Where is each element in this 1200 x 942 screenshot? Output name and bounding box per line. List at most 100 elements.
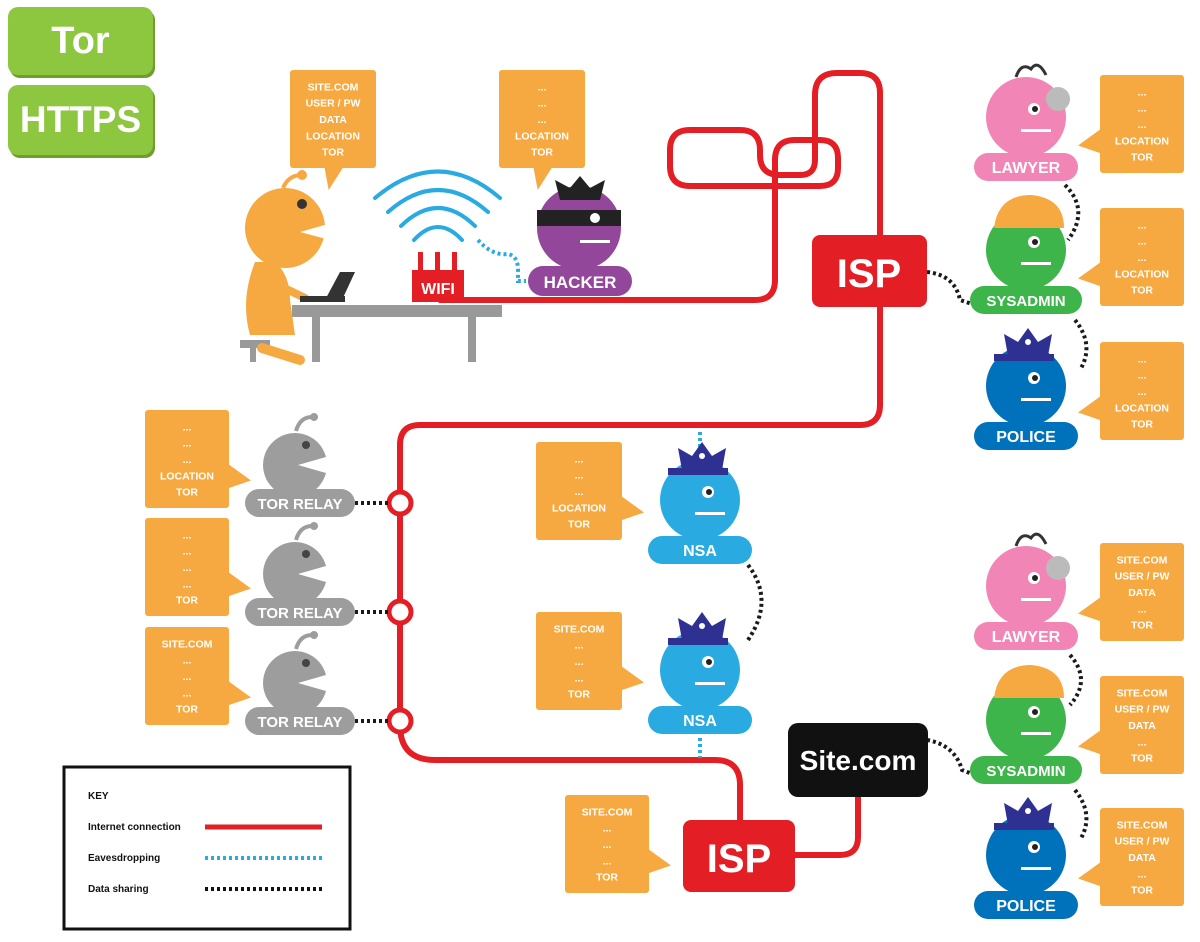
hardhat-icon <box>994 665 1064 698</box>
wifi-signal-icon <box>373 169 502 242</box>
hacker-badge <box>528 266 632 296</box>
hardhat-icon <box>994 195 1064 228</box>
bubble-line: ... <box>183 529 192 541</box>
hacker-head <box>537 186 621 270</box>
bubble-line: ... <box>1138 236 1147 248</box>
badge <box>970 286 1082 314</box>
bubble-line: LOCATION <box>1115 402 1169 414</box>
user-eye <box>297 199 307 209</box>
relay-junctions <box>386 489 414 735</box>
tor-relay-figure-3: TOR RELAY <box>245 631 355 735</box>
stool-leg <box>250 348 256 362</box>
bubble-line: TOR <box>1131 285 1153 297</box>
police-figure-1: POLICE <box>974 328 1078 450</box>
eavesdropping-lines <box>476 238 702 758</box>
bubble-line: ... <box>183 687 192 699</box>
key-item-data-sharing: Data sharing <box>88 884 149 895</box>
user-arm <box>274 281 309 302</box>
badge <box>974 422 1078 450</box>
desk-leg <box>312 317 320 362</box>
tor-toggle-button[interactable]: Tor <box>8 7 153 75</box>
bubble-line: LOCATION <box>160 470 214 482</box>
hacker-mask <box>537 210 621 226</box>
sysadmin-figure-2: SYSADMIN <box>970 665 1082 784</box>
relay-junction-2 <box>386 598 414 626</box>
police-figure-2: POLICE <box>974 797 1078 919</box>
badge-label: NSA <box>683 543 717 560</box>
wifi-label: WIFI <box>421 281 455 298</box>
badge <box>970 756 1082 784</box>
bubble-line: ... <box>183 655 192 667</box>
badge <box>245 489 355 517</box>
bubble-line: ... <box>538 98 547 110</box>
user-head <box>245 188 325 268</box>
relay-antenna <box>294 524 313 541</box>
bubble-line: ... <box>183 546 192 558</box>
https-toggle-button[interactable]: HTTPS <box>8 85 153 155</box>
bubble-line: ... <box>1138 370 1147 382</box>
bubble-line: LOCATION <box>306 130 360 142</box>
isp-top-box <box>812 235 927 307</box>
laptop-icon <box>325 272 355 300</box>
bubble-line: DATA <box>319 114 347 126</box>
bubble-line: TOR <box>176 487 198 499</box>
user-leg <box>257 343 305 365</box>
hair-icon <box>1014 63 1048 78</box>
relay-junction-3 <box>386 707 414 735</box>
bubble-line: ... <box>183 671 192 683</box>
key-title: KEY <box>88 791 109 802</box>
bubble-line: SITE.COM <box>162 638 213 650</box>
bubble-line: ... <box>183 438 192 450</box>
relay-head <box>263 433 326 497</box>
bubble-line: ... <box>575 672 584 684</box>
bubble-line: TOR <box>1131 152 1153 164</box>
badge <box>974 153 1078 181</box>
bubble-line: ... <box>183 562 192 574</box>
badge <box>974 891 1078 919</box>
badge-label: TOR RELAY <box>257 496 342 513</box>
relay-antenna <box>294 633 313 650</box>
bubble-line: ... <box>575 640 584 652</box>
bubble-line: USER / PW <box>1115 836 1170 848</box>
bubble-line: DATA <box>1128 720 1156 732</box>
isp-bottom-label: ISP <box>707 837 771 881</box>
key-item-eavesdropping: Eavesdropping <box>88 853 160 864</box>
stool <box>240 340 270 348</box>
bubble-line: TOR <box>1131 620 1153 632</box>
isp-bottom-bubble: SITE.COM.........TOR <box>565 795 671 893</box>
badge-label: LAWYER <box>992 160 1061 177</box>
hair-icon <box>1014 532 1048 547</box>
badge-label: TOR RELAY <box>257 605 342 622</box>
bubble-line: ... <box>575 470 584 482</box>
relay-antenna <box>294 415 313 432</box>
police-figure-nsa-2: NSA <box>648 612 752 734</box>
bubble-line: ... <box>1138 86 1147 98</box>
lawyer-figure-1: LAWYER <box>974 63 1078 181</box>
key-item-internet: Internet connection <box>88 822 181 833</box>
key-legend: KEY Internet connection Eavesdropping Da… <box>62 765 352 931</box>
bubble-line: ... <box>1138 252 1147 264</box>
bubble-line: ... <box>538 114 547 126</box>
bubble-line: SITE.COM <box>1117 554 1168 566</box>
bubble-line: USER / PW <box>306 98 361 110</box>
bubble-line: ... <box>1138 386 1147 398</box>
site-box <box>788 723 928 797</box>
bubble-line: ... <box>575 486 584 498</box>
bubble-line: TOR <box>322 147 344 159</box>
site-node: Site.com <box>788 723 928 797</box>
lawyer-figure-2: LAWYER <box>974 532 1078 650</box>
bubble-line: ... <box>1138 103 1147 115</box>
bubble-line: DATA <box>1128 852 1156 864</box>
monocle-icon <box>1046 556 1070 580</box>
people-figures: LAWYERSYSADMINPOLICELAWYERSYSADMINPOLICE… <box>245 63 1082 919</box>
bubble-line: USER / PW <box>1115 704 1170 716</box>
desk-top <box>292 305 502 317</box>
